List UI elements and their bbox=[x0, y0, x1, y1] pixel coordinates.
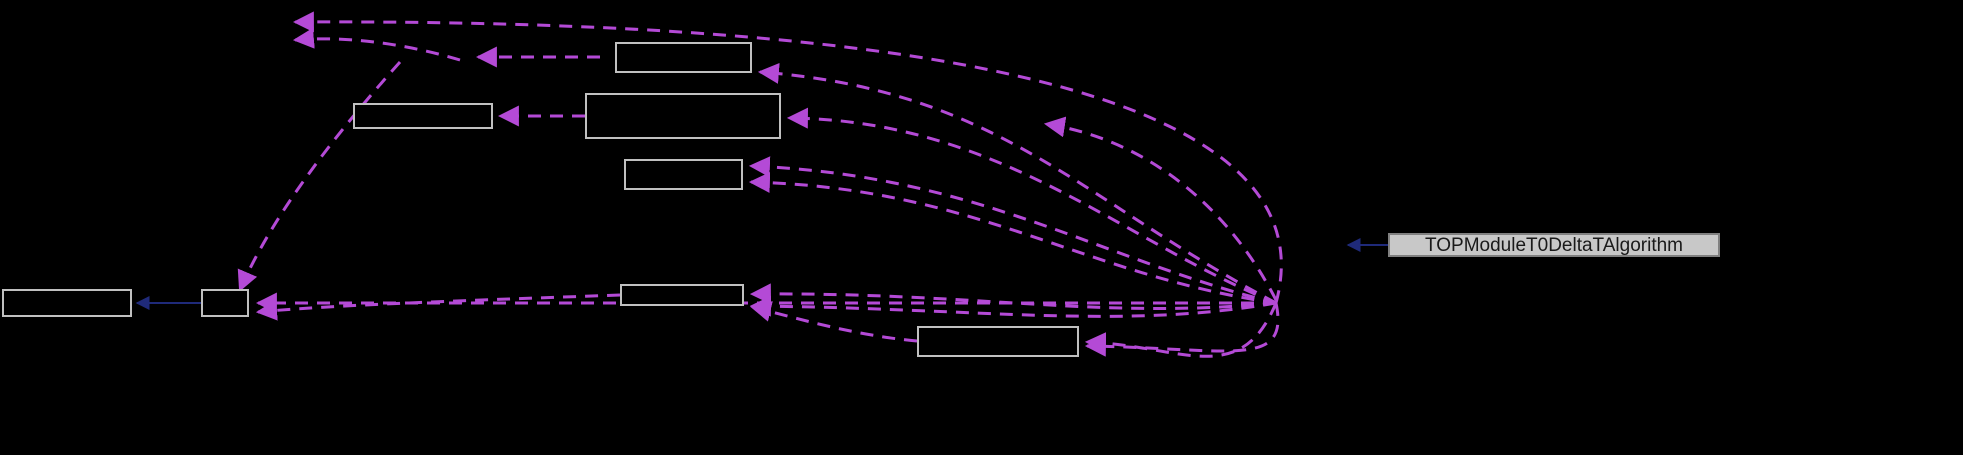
graph-node-n1[interactable] bbox=[201, 289, 249, 317]
edge-hub-to-n5-lower bbox=[748, 172, 1277, 305]
graph-node-n3[interactable] bbox=[615, 42, 752, 73]
edge-hub-to-n6-upper bbox=[749, 283, 1277, 310]
edge-hub-to-topleft-a bbox=[292, 11, 1283, 304]
edge-upper-right-sweep bbox=[1043, 116, 1278, 301]
edge-n4-to-topleft-b bbox=[292, 27, 461, 62]
edge-hub-to-n3 bbox=[757, 62, 1277, 305]
graph-node-topmodulet0deltatalgorithm[interactable]: TOPModuleT0DeltaTAlgorithm bbox=[1388, 233, 1720, 257]
edge-n7-to-n6 bbox=[749, 301, 918, 343]
edge-hub-to-n5-upper bbox=[748, 156, 1277, 305]
edge-n6-to-n1 bbox=[255, 293, 621, 321]
graph-node-n5[interactable] bbox=[624, 159, 743, 190]
edge-riser-to-n1 bbox=[237, 60, 402, 292]
graph-node-n4[interactable] bbox=[585, 93, 781, 139]
graph-node-label: TOPModuleT0DeltaTAlgorithm bbox=[1424, 234, 1683, 256]
edge-hub-to-n7 bbox=[1084, 302, 1278, 358]
edge-hub-to-n4 bbox=[786, 107, 1277, 305]
edge-hub-to-n7-far bbox=[1084, 302, 1280, 357]
graph-node-n2[interactable] bbox=[353, 103, 493, 129]
edge-hub-to-n6-lower bbox=[749, 295, 1277, 318]
graph-node-n6[interactable] bbox=[620, 284, 744, 306]
graph-node-n7[interactable] bbox=[917, 326, 1079, 357]
graph-node-n0[interactable] bbox=[2, 289, 132, 317]
